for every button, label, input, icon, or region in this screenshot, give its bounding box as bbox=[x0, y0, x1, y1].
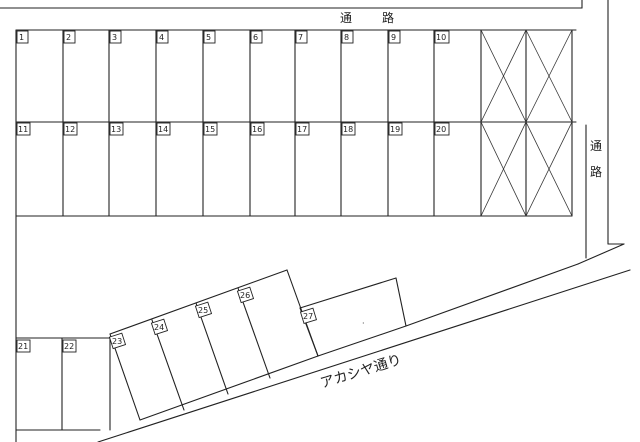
lot-label-6: 6 bbox=[253, 33, 258, 42]
lot-label-24: 24 bbox=[154, 323, 164, 332]
lot-label-5: 5 bbox=[206, 33, 211, 42]
avenue-label: アカシヤ通り bbox=[318, 352, 403, 392]
lot-label-15: 15 bbox=[205, 125, 215, 134]
lot-label-21: 21 bbox=[18, 342, 28, 351]
avenue-edge-lower bbox=[97, 269, 631, 442]
lot-label-27: 27 bbox=[303, 312, 313, 321]
lot-label-25: 25 bbox=[198, 306, 208, 315]
lot-label-19: 19 bbox=[390, 125, 400, 134]
lot-label-17: 17 bbox=[297, 125, 307, 134]
lot-label-18: 18 bbox=[343, 125, 353, 134]
lot-label-4: 4 bbox=[159, 33, 164, 42]
lot-label-7: 7 bbox=[298, 33, 303, 42]
lot-label-14: 14 bbox=[158, 125, 168, 134]
top-road-label-2: 路 bbox=[382, 10, 394, 25]
lot-label-1: 1 bbox=[19, 33, 24, 42]
lot-label-11: 11 bbox=[18, 125, 28, 134]
lot-label-10: 10 bbox=[436, 33, 446, 42]
lot-label-22: 22 bbox=[64, 342, 74, 351]
corner-lot: 27 · bbox=[299, 277, 407, 357]
avenue-edge-junction bbox=[577, 243, 625, 265]
right-road-label-2: 路 bbox=[590, 164, 602, 179]
lot-label-26: 26 bbox=[240, 291, 250, 300]
lot-label-20: 20 bbox=[436, 125, 446, 134]
lot-label-3: 3 bbox=[112, 33, 117, 42]
lot-label-12: 12 bbox=[65, 125, 75, 134]
avenue-edge-upper-mid bbox=[317, 325, 407, 357]
avenue-edge-upper-right bbox=[405, 263, 579, 327]
avenue-edge-upper-left bbox=[139, 355, 319, 421]
lot-label-16: 16 bbox=[252, 125, 262, 134]
crossed-out-area bbox=[480, 29, 573, 217]
angled-lots: 23 24 25 26 bbox=[108, 269, 319, 421]
right-road-label-1: 通 bbox=[590, 139, 602, 153]
lot-label-8: 8 bbox=[344, 33, 349, 42]
lot-label-13: 13 bbox=[111, 125, 121, 134]
top-road-label-1: 通 bbox=[340, 11, 352, 25]
lot-mark: · bbox=[362, 319, 365, 328]
main-grid bbox=[15, 29, 577, 217]
lot-label-2: 2 bbox=[66, 33, 71, 42]
lower-left-lots: 21 22 bbox=[15, 215, 111, 442]
lot-label-23: 23 bbox=[112, 337, 122, 346]
lot-label-9: 9 bbox=[391, 33, 396, 42]
upper-row-labels: 1 2 3 4 5 6 7 8 9 10 bbox=[16, 30, 450, 44]
lower-row-labels: 11 12 13 14 15 16 17 18 19 20 bbox=[16, 122, 450, 136]
